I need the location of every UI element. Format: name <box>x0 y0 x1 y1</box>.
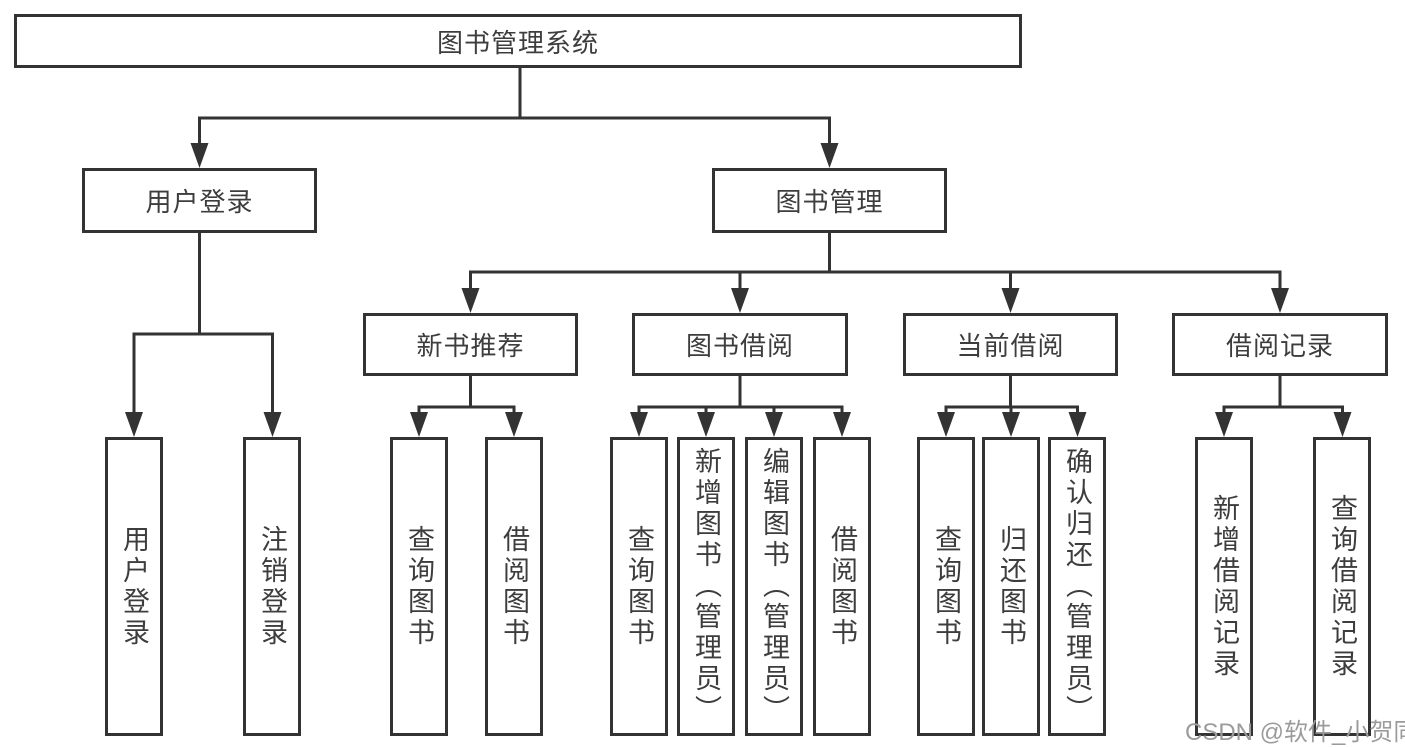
node-borrow-records: 借阅记录 <box>1172 313 1388 376</box>
node-new-book-recommend: 新书推荐 <box>363 313 578 376</box>
leaf-user-login: 用户登录 <box>105 437 163 736</box>
leaf-add-book-admin: 新增图书（管理员） <box>677 437 735 736</box>
node-book-management: 图书管理 <box>712 168 947 233</box>
node-current-borrow: 当前借阅 <box>903 313 1118 376</box>
leaf-return-book: 归还图书 <box>982 437 1040 736</box>
node-book-borrow: 图书借阅 <box>632 313 848 376</box>
leaf-confirm-return-admin: 确认归还（管理员） <box>1048 437 1106 736</box>
leaf-query-books-recommend: 查询图书 <box>390 437 448 736</box>
node-user-login: 用户登录 <box>82 168 317 233</box>
leaf-edit-book-admin: 编辑图书（管理员） <box>745 437 803 736</box>
leaf-query-books-current: 查询图书 <box>917 437 975 736</box>
node-library-management-system: 图书管理系统 <box>14 14 1022 68</box>
leaf-query-borrow-record: 查询借阅记录 <box>1313 437 1371 736</box>
leaf-logout: 注销登录 <box>243 437 301 736</box>
watermark: CSDN @软件_小贺同学 <box>1185 719 1405 746</box>
leaf-borrow-books-recommend: 借阅图书 <box>485 437 543 736</box>
leaf-add-borrow-record: 新增借阅记录 <box>1195 437 1253 736</box>
leaf-query-books-borrow: 查询图书 <box>610 437 668 736</box>
leaf-borrow-books-borrow: 借阅图书 <box>813 437 871 736</box>
